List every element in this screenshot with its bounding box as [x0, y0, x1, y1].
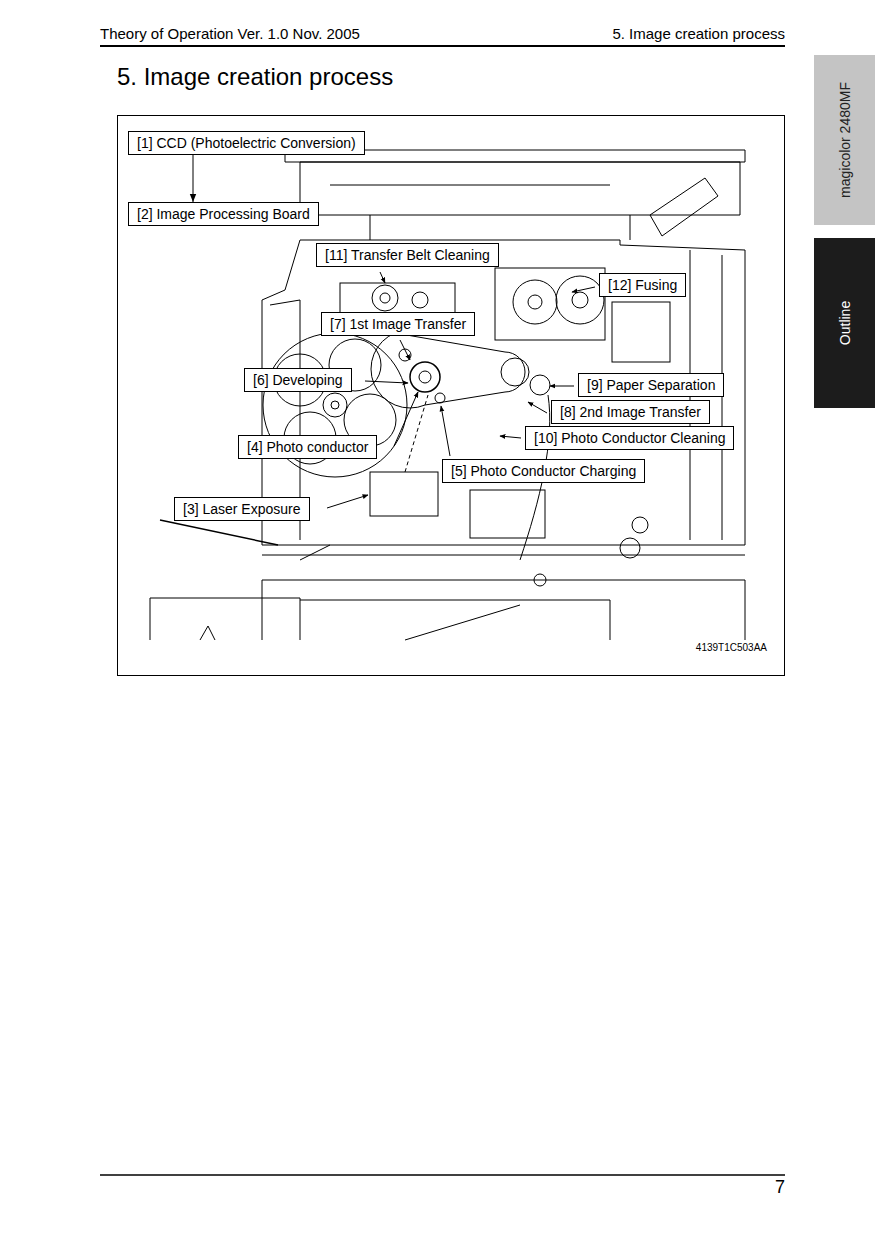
leader-line: [365, 381, 408, 383]
pickup-roller: [534, 574, 546, 586]
leader-line: [550, 386, 574, 387]
base-line: [262, 555, 745, 556]
drum-shaft: [419, 371, 431, 383]
second-transfer-roller: [530, 375, 550, 395]
manual-feed-tray: [160, 520, 278, 545]
leader-line: [500, 436, 521, 438]
laser-beam: [405, 395, 428, 472]
leader-line: [400, 340, 410, 360]
callout-text: [4] Photo conductor: [247, 439, 368, 455]
scanner-support: [370, 215, 630, 240]
page-number: 7: [775, 1177, 785, 1199]
header-rule: [100, 45, 785, 47]
tray-lift-plate: [405, 605, 520, 640]
callout-box: [1] CCD (Photoelectric Conversion): [128, 131, 365, 155]
callout-text: [12] Fusing: [608, 277, 677, 293]
tab-label: Outline: [837, 301, 853, 345]
leader-line: [327, 495, 368, 508]
feed-roller: [620, 538, 640, 558]
callout-box: [7] 1st Image Transfer: [321, 312, 475, 336]
page-title: 5. Image creation process: [117, 63, 393, 92]
callout-box: [6] Developing: [244, 368, 352, 392]
callout-text: [1] CCD (Photoelectric Conversion): [137, 135, 356, 151]
cleaning-gear-hub: [380, 293, 390, 303]
main-housing: [262, 240, 745, 545]
callout-box: [8] 2nd Image Transfer: [551, 400, 710, 424]
side-tab: magicolor 2480MF: [814, 55, 875, 225]
callout-text: [3] Laser Exposure: [183, 501, 301, 517]
fusing-roller: [513, 280, 557, 324]
output-section: [612, 302, 670, 362]
callout-text: [7] 1st Image Transfer: [330, 316, 466, 332]
callout-text: [2] Image Processing Board: [137, 206, 310, 222]
leader-line: [441, 406, 450, 456]
tray-panel: [300, 600, 610, 640]
feed-guide: [300, 545, 330, 560]
callout-text: [9] Paper Separation: [587, 377, 715, 393]
leader-line: [380, 272, 385, 283]
callout-text: [5] Photo Conductor Charging: [451, 463, 636, 479]
rotary-shaft: [331, 401, 339, 409]
figure-frame: [118, 116, 785, 676]
belt-cleaning-unit: [340, 283, 455, 315]
callout-text: [6] Developing: [253, 372, 343, 388]
tray-stop: [200, 626, 215, 640]
leader-line: [394, 392, 418, 446]
callout-box: [10] Photo Conductor Cleaning: [525, 426, 734, 450]
pressure-roller: [556, 276, 604, 324]
fusing-unit: [495, 268, 605, 340]
paper-tray: [150, 598, 300, 640]
callout-text: [8] 2nd Image Transfer: [560, 404, 701, 420]
callout-box: [4] Photo conductor: [238, 435, 377, 459]
callout-box: [2] Image Processing Board: [128, 202, 319, 226]
adf-guide: [650, 178, 718, 236]
flow-arrow: [193, 155, 194, 202]
callout-text: [10] Photo Conductor Cleaning: [534, 430, 725, 446]
scanner-glass: [330, 185, 610, 186]
callout-text: [11] Transfer Belt Cleaning: [325, 247, 490, 263]
callout-box: [12] Fusing: [599, 273, 686, 297]
belt-roller: [501, 358, 529, 386]
running-header: Theory of Operation Ver. 1.0 Nov. 2005: [100, 25, 360, 43]
running-header: 5. Image creation process: [612, 25, 785, 43]
feed-roller: [632, 517, 648, 533]
leader-line: [572, 287, 595, 292]
footer-rule: [100, 1174, 785, 1176]
callout-box: [11] Transfer Belt Cleaning: [316, 243, 499, 267]
laser-unit: [370, 472, 438, 516]
leader-line: [528, 402, 547, 413]
tab-label: magicolor 2480MF: [837, 82, 853, 198]
cleaning-gear: [372, 285, 398, 311]
photo-conductor-drum: [410, 362, 440, 392]
transfer-belt: [371, 333, 525, 408]
callout-box: [9] Paper Separation: [578, 373, 724, 397]
side-tab: Outline: [814, 238, 875, 408]
fusing-roller-hub: [528, 295, 542, 309]
pressure-roller-hub: [572, 292, 588, 308]
cleaning-roller: [412, 292, 428, 308]
figure-code: 4139T1C503AA: [696, 642, 767, 654]
cassette-housing: [262, 580, 745, 640]
callout-box: [3] Laser Exposure: [174, 497, 310, 521]
callout-box: [5] Photo Conductor Charging: [442, 459, 645, 483]
rotary-hub: [323, 393, 347, 417]
scanner-body: [300, 162, 740, 215]
